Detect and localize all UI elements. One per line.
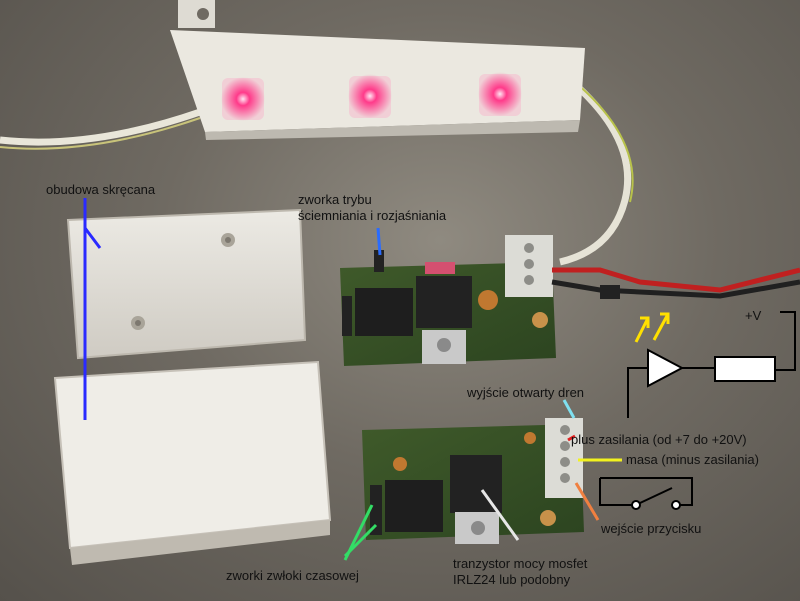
pointer-mode-jumper xyxy=(376,227,382,256)
pointer-housing xyxy=(83,198,102,420)
housing-label: obudowa skręcana xyxy=(46,182,156,197)
open-drain-label: wyjście otwarty dren xyxy=(467,385,585,400)
pointer-button xyxy=(574,482,600,521)
pointer-mosfet xyxy=(480,489,520,541)
case-body xyxy=(53,360,332,565)
vplus-label: +V xyxy=(745,308,762,323)
mosfet-label-line2: IRLZ24 lub podobny xyxy=(453,572,571,587)
delay-jumpers-label: zworki zwłoki czasowej xyxy=(226,568,359,583)
led-2 xyxy=(348,74,392,118)
pointer-plus xyxy=(567,434,576,442)
pcb-bottom xyxy=(362,418,584,544)
led-1 xyxy=(221,77,265,121)
led-bar xyxy=(170,0,585,140)
mode-jumper-label-line1: zworka trybu xyxy=(298,192,372,207)
pointer-open-drain xyxy=(562,399,576,419)
ground-label: masa (minus zasilania) xyxy=(626,452,759,467)
cable-right xyxy=(559,77,632,266)
mode-jumper-label-line2: ściemniania i rozjaśniania xyxy=(298,208,447,223)
pointer-delay-2 xyxy=(343,523,378,558)
schematic-led xyxy=(627,311,796,418)
mosfet-label-line1: tranzystor mocy mosfet xyxy=(453,556,588,571)
led-light-arrows xyxy=(634,312,670,343)
supply-plus-label: plus zasilania (od +7 do +20V) xyxy=(571,432,747,447)
schematic-button xyxy=(599,477,693,510)
case-lid xyxy=(66,208,307,360)
button-input-label: wejście przycisku xyxy=(601,521,702,536)
pcb-top xyxy=(340,235,556,366)
cable-left xyxy=(0,108,202,146)
led-3 xyxy=(478,72,522,116)
